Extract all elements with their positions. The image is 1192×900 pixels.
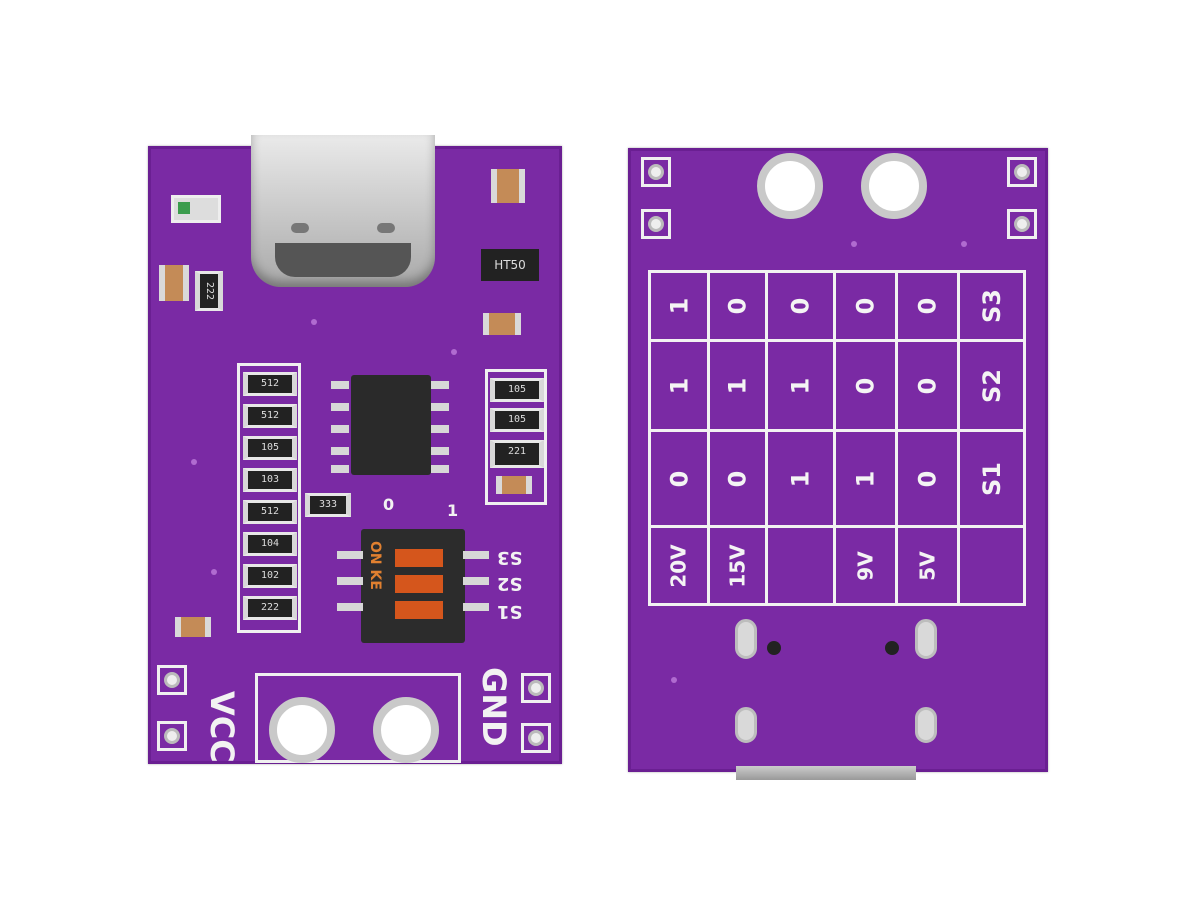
table-cell: 1 [664, 377, 693, 394]
capacitor-bottom-left [175, 617, 211, 637]
back-slot-2 [915, 619, 937, 659]
resistor: 512 [243, 372, 297, 396]
table-cell: 0 [851, 297, 880, 315]
pcb-front: 222 HT50 512 512 105 103 512 104 102 222… [148, 135, 562, 764]
back-pad-tr2 [1007, 209, 1037, 239]
table-cell: 0 [913, 297, 942, 315]
back-hole-right [861, 153, 927, 219]
back-slot-1 [735, 619, 757, 659]
resistor: 104 [243, 532, 297, 556]
vcc-pad-2 [157, 721, 187, 751]
capacitor-top-right [491, 169, 525, 203]
resistor: 105 [243, 436, 297, 460]
table-cell: 1 [786, 377, 815, 394]
capacitor [496, 476, 532, 494]
back-slot-4 [915, 707, 937, 743]
dip-toggle-3[interactable] [395, 601, 443, 619]
voltage-truth-table: 1 0 0 0 0 S3 1 1 1 0 0 S2 0 0 1 1 0 S1 2… [648, 270, 1026, 606]
resistor-column-left: 512 512 105 103 512 104 102 222 [237, 363, 301, 633]
table-cell: 1 [664, 297, 693, 315]
table-cell: S1 [977, 461, 1006, 496]
back-pad-tr1 [1007, 157, 1037, 187]
back-slot-3 [735, 707, 757, 743]
regulator-chip: HT50 [481, 249, 539, 281]
table-cell: 0 [786, 297, 815, 315]
dip-toggle-1[interactable] [395, 549, 443, 567]
resistor-333: 333 [305, 493, 351, 517]
switch-label-0: 0 [383, 495, 395, 514]
back-hole-left [757, 153, 823, 219]
led [171, 195, 221, 223]
table-cell: 0 [913, 470, 942, 487]
table-cell: 0 [851, 377, 880, 394]
table-cell [768, 528, 833, 603]
table-cell [960, 528, 1023, 603]
table-cell: 1 [851, 470, 880, 487]
table-cell: 0 [664, 470, 693, 487]
table-cell: 5V [915, 550, 940, 581]
output-hole-left [269, 697, 335, 763]
resistor: 105 [490, 378, 544, 402]
table-cell: 0 [723, 470, 752, 487]
table-cell: 0 [913, 377, 942, 394]
label-s2: S2 [497, 573, 523, 594]
back-pad-tl1 [641, 157, 671, 187]
table-cell: S2 [977, 368, 1006, 403]
capacitor-top-left [159, 265, 189, 301]
usb-c-connector [251, 135, 435, 287]
vcc-pad-1 [157, 665, 187, 695]
resistor: 221 [490, 440, 544, 468]
table-cell: 20V [667, 543, 691, 588]
resistor: 512 [243, 500, 297, 524]
output-pad-box [255, 673, 461, 763]
table-cell: 1 [723, 377, 752, 394]
dip-toggle-2[interactable] [395, 575, 443, 593]
resistor: 103 [243, 468, 297, 492]
table-cell: 1 [786, 470, 815, 487]
resistor-top-left: 222 [195, 271, 223, 311]
resistor-column-right: 105 105 221 [485, 369, 547, 505]
resistor: 105 [490, 408, 544, 432]
gnd-label: GND [475, 667, 513, 747]
table-cell: 0 [723, 297, 752, 315]
table-cell: 15V [725, 543, 750, 588]
resistor: 222 [243, 596, 297, 620]
gnd-pad-2 [521, 723, 551, 753]
output-hole-right [373, 697, 439, 763]
dip-switch[interactable]: ON KE [361, 529, 465, 643]
resistor: 102 [243, 564, 297, 588]
table-cell: 9V [853, 550, 878, 581]
vcc-label: VCC [203, 691, 241, 763]
label-s3: S3 [497, 547, 523, 568]
table-cell: S3 [977, 289, 1006, 323]
switch-label-1: 1 [447, 501, 459, 520]
capacitor-right-2 [483, 313, 521, 335]
pd-controller-chip [351, 375, 431, 475]
usb-c-edge [736, 766, 916, 780]
dip-on-label: ON KE [367, 541, 383, 590]
back-pad-tl2 [641, 209, 671, 239]
label-s1: S1 [497, 601, 523, 622]
gnd-pad-1 [521, 673, 551, 703]
resistor: 512 [243, 404, 297, 428]
